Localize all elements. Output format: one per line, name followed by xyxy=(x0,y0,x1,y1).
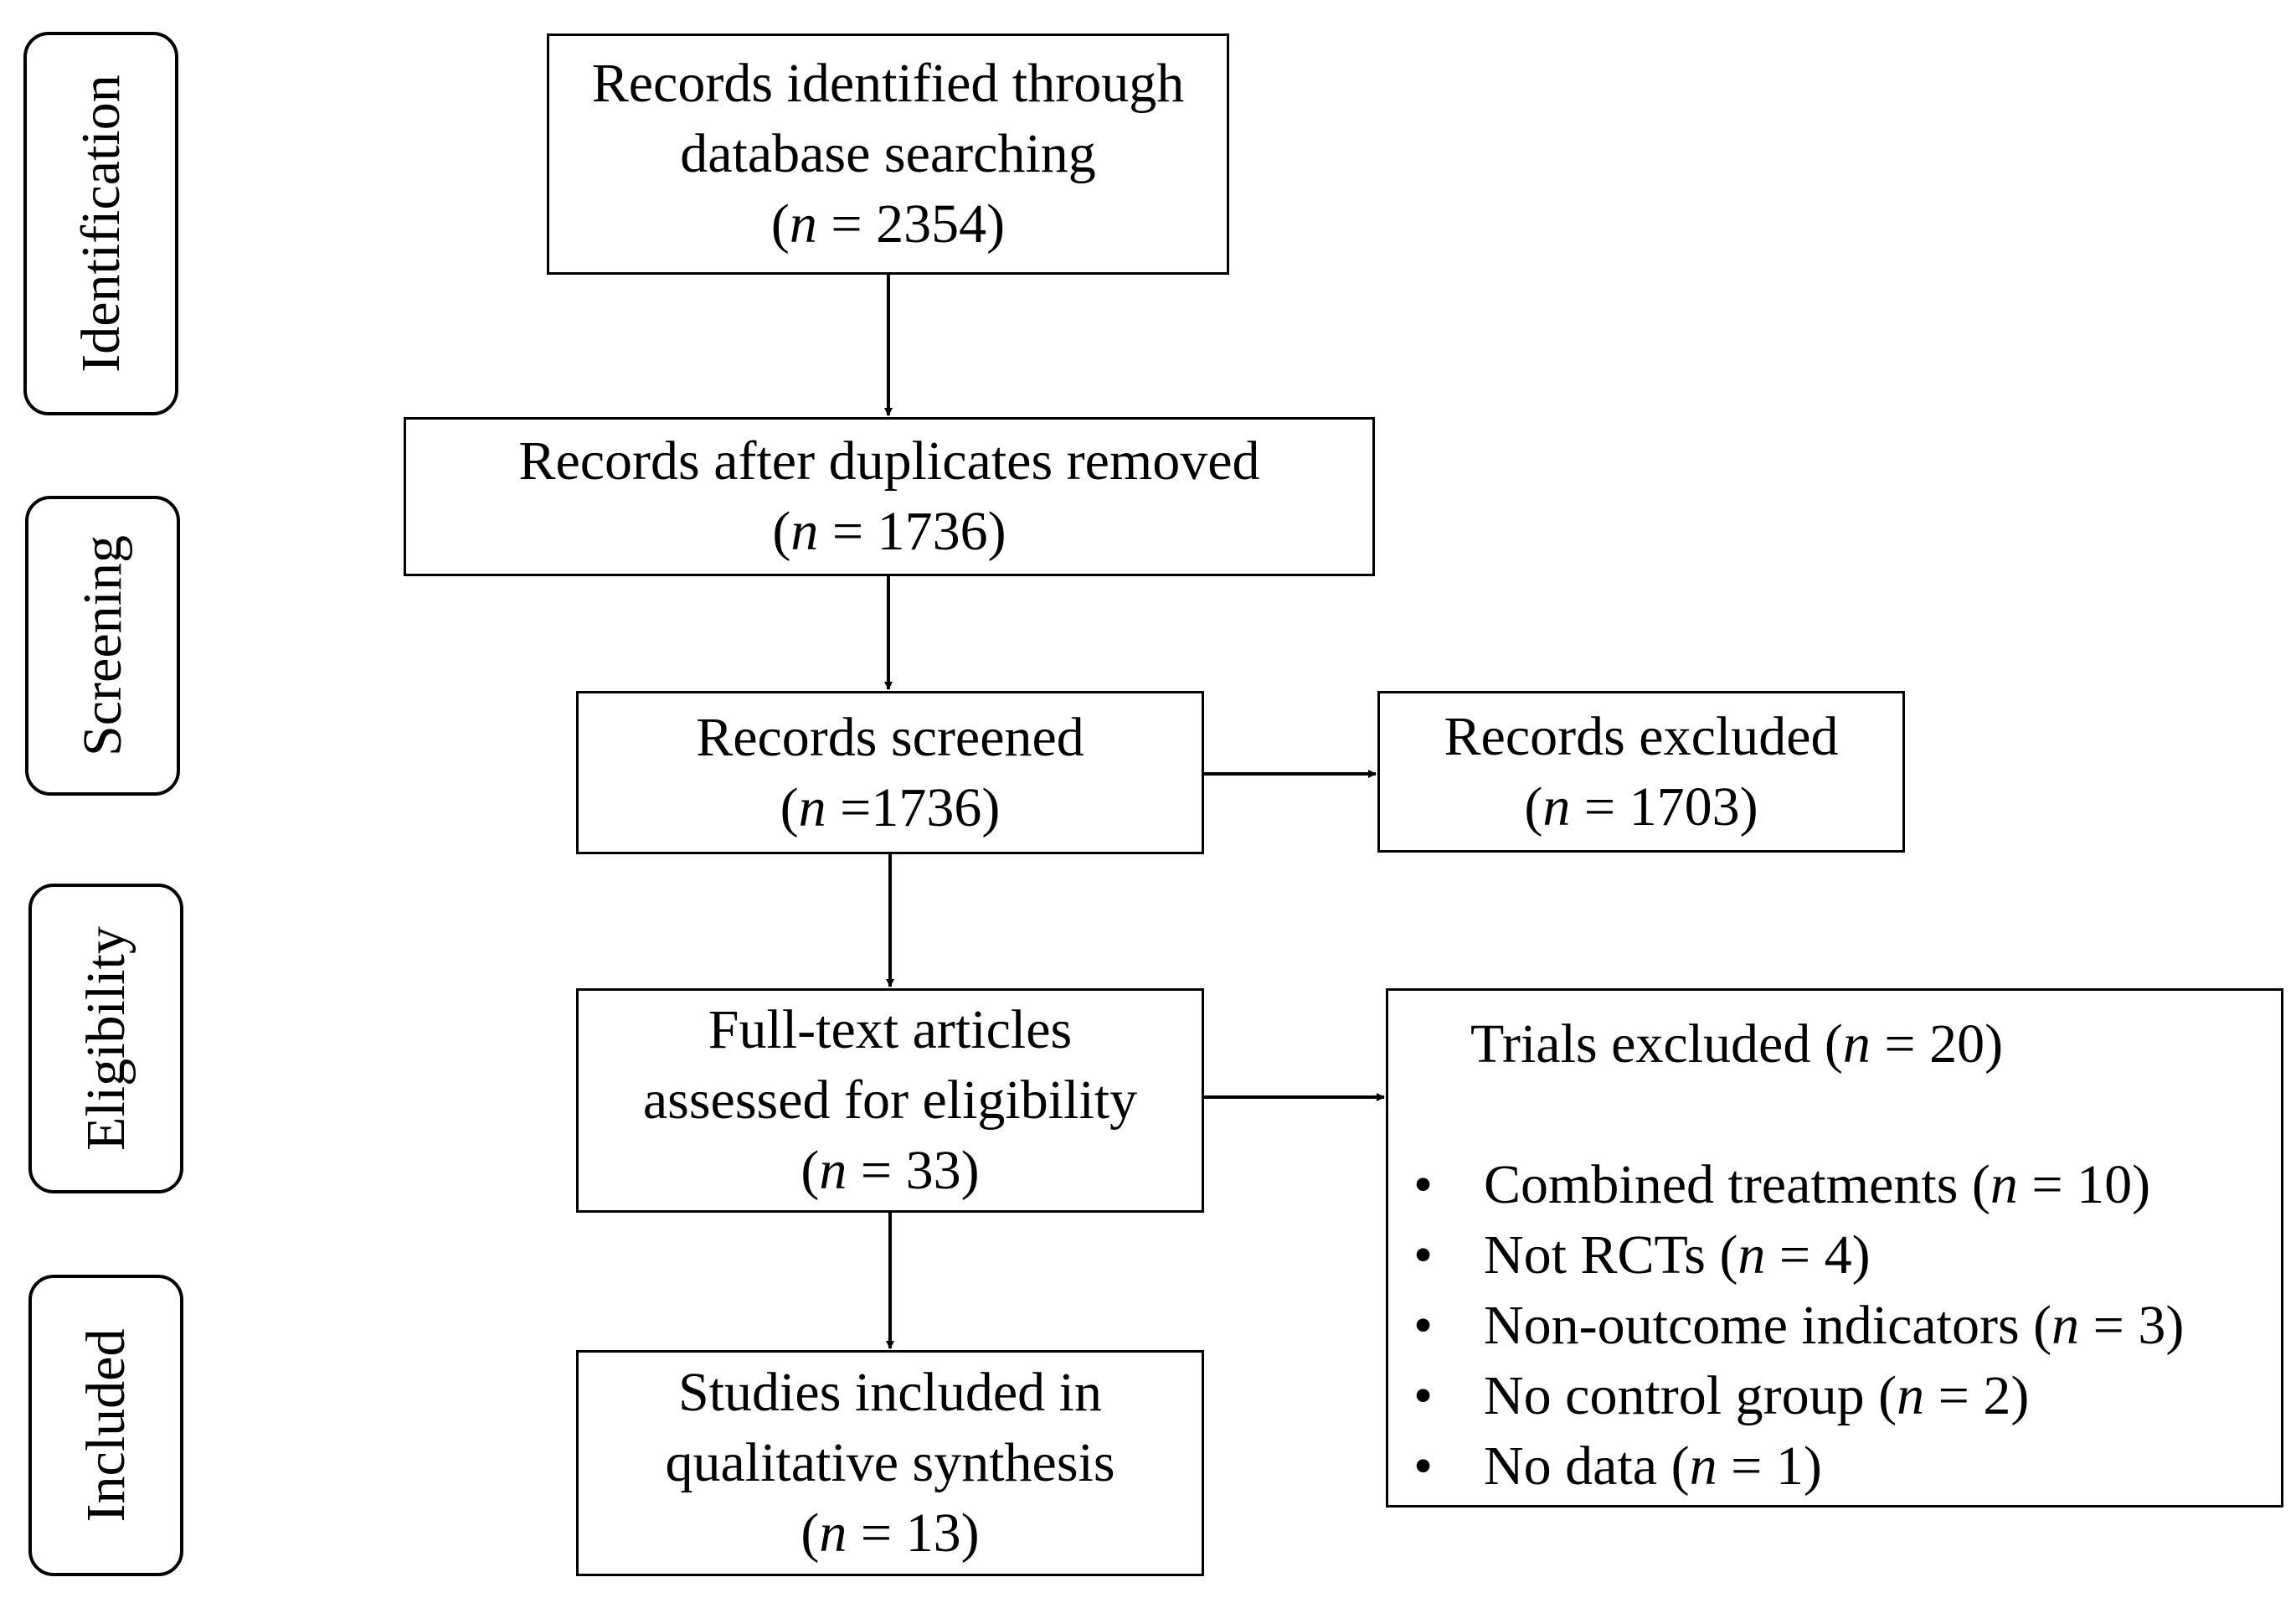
box-trials-excluded: Trials excluded (n = 20) • Combined trea… xyxy=(1386,988,2283,1508)
box-studies-included-line-1: Studies included in xyxy=(678,1362,1102,1423)
box-records-excluded-count: (n = 1703) xyxy=(1524,776,1758,838)
bullet-icon: • xyxy=(1413,1365,1434,1426)
box-duplicates-removed-count: (n = 1736) xyxy=(772,501,1006,562)
box-duplicates-removed: Records after duplicates removed (n = 17… xyxy=(404,417,1375,576)
box-studies-included-count: (n = 13) xyxy=(801,1502,980,1564)
box-records-screened-line-1: Records screened xyxy=(696,706,1084,768)
stage-eligibility: Eligibility xyxy=(28,884,183,1193)
box-records-screened-count: (n =1736) xyxy=(780,776,1001,838)
box-full-text-assessed: Full-text articles assessed for eligibil… xyxy=(576,988,1204,1213)
box-records-excluded: Records excluded (n = 1703) xyxy=(1377,691,1905,853)
exclusion-reason-text: Combined treatments (n = 10) xyxy=(1484,1154,2151,1215)
exclusion-reason-text: Not RCTs (n = 4) xyxy=(1484,1224,1871,1286)
bullet-icon: • xyxy=(1413,1435,1434,1497)
exclusion-reason-text: Non-outcome indicators (n = 3) xyxy=(1484,1295,2185,1356)
box-records-identified: Records identified through database sear… xyxy=(547,34,1229,275)
box-studies-included: Studies included in qualitative synthesi… xyxy=(576,1350,1204,1576)
box-records-identified-count: (n = 2354) xyxy=(770,193,1006,255)
box-full-text-line-1: Full-text articles xyxy=(708,999,1073,1060)
trials-excluded-title: Trials excluded (n = 20) xyxy=(1470,1013,2004,1075)
box-records-excluded-line-1: Records excluded xyxy=(1444,705,1839,767)
box-records-identified-line-2: database searching xyxy=(680,123,1096,184)
bullet-icon: • xyxy=(1413,1295,1434,1356)
stage-included: Included xyxy=(28,1275,183,1576)
bullet-icon: • xyxy=(1413,1224,1434,1286)
stage-identification: Identification xyxy=(23,32,178,415)
box-records-screened: Records screened (n =1736) xyxy=(576,691,1204,854)
box-duplicates-removed-line-1: Records after duplicates removed xyxy=(518,430,1260,492)
box-studies-included-line-2: qualitative synthesis xyxy=(665,1432,1115,1493)
box-full-text-count: (n = 33) xyxy=(801,1140,980,1201)
box-full-text-line-2: assessed for eligibility xyxy=(642,1070,1138,1131)
stage-screening: Screening xyxy=(25,496,180,796)
bullet-icon: • xyxy=(1413,1154,1434,1215)
box-records-identified-line-1: Records identified through xyxy=(591,53,1185,114)
exclusion-reason-text: No control group (n = 2) xyxy=(1484,1365,2030,1426)
exclusion-reason-text: No data (n = 1) xyxy=(1484,1435,1822,1497)
